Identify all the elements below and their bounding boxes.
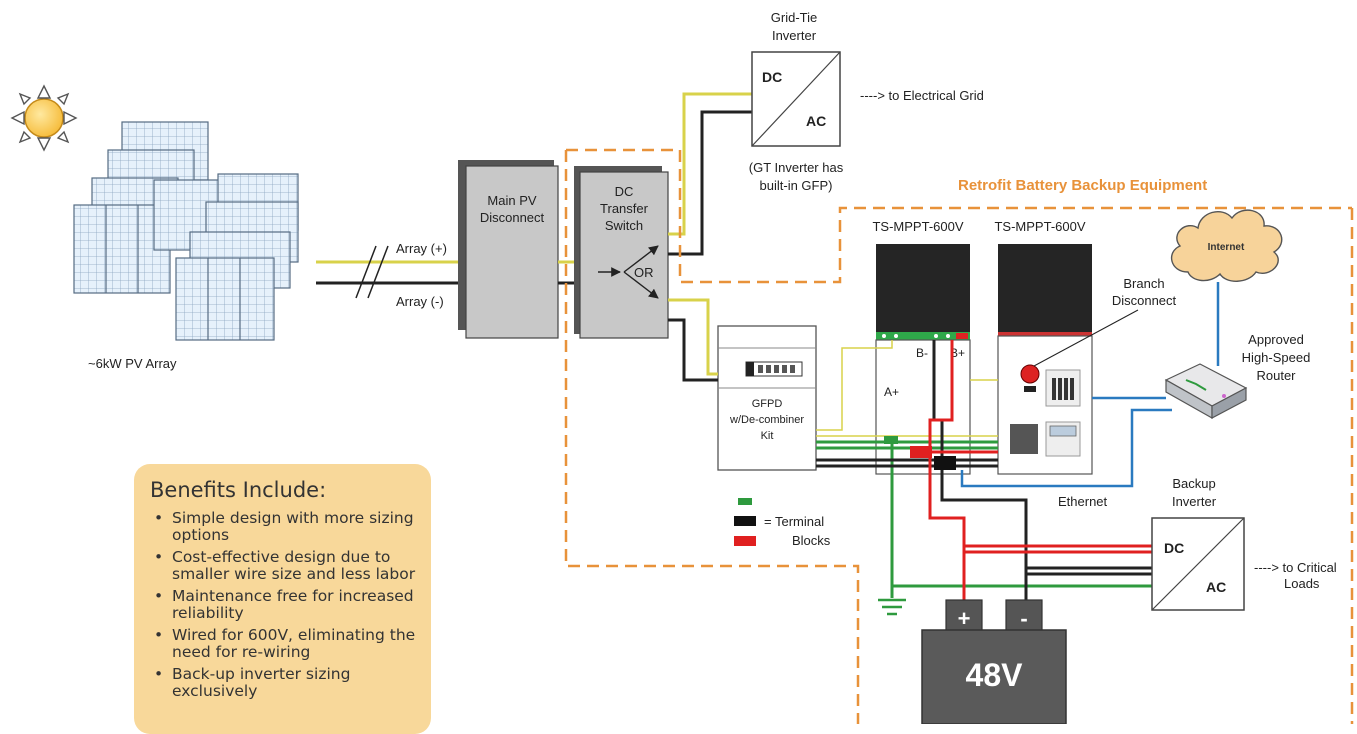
router-icon bbox=[1164, 363, 1248, 420]
gt-title-line1: Grid-Tie bbox=[771, 10, 817, 25]
dc-transfer-switch: DC Transfer Switch OR bbox=[574, 166, 669, 339]
mppt-controller-2 bbox=[997, 244, 1093, 475]
backup-inverter: DC AC bbox=[1151, 517, 1245, 611]
dc-transfer-line1: DC bbox=[615, 184, 634, 199]
backup-title-line1: Backup bbox=[1172, 476, 1215, 491]
mppt-2-label: TS-MPPT-600V bbox=[994, 219, 1085, 234]
to-critical-line1: ----> to Critical bbox=[1254, 560, 1337, 575]
benefits-title: Benefits Include: bbox=[150, 478, 327, 502]
branch-disconnect-line2: Disconnect bbox=[1112, 293, 1177, 308]
gfpd-line2: w/De-combiner bbox=[729, 414, 804, 426]
gfpd-line1: GFPD bbox=[752, 398, 783, 410]
mppt-1-label: TS-MPPT-600V bbox=[872, 219, 963, 234]
b-minus-label: B- bbox=[916, 346, 928, 360]
main-pv-disconnect-line1: Main PV bbox=[487, 193, 536, 208]
internet-label: Internet bbox=[1208, 242, 1245, 253]
or-label: OR bbox=[634, 265, 654, 280]
main-pv-disconnect: Main PV Disconnect bbox=[458, 160, 559, 339]
gt-title-line2: Inverter bbox=[772, 28, 817, 43]
dc-transfer-line3: Switch bbox=[605, 218, 643, 233]
dc-transfer-line2: Transfer bbox=[600, 201, 649, 216]
solar-panel-icon bbox=[73, 121, 299, 341]
pv-array-label: ~6kW PV Array bbox=[88, 356, 177, 371]
backup-ac: AC bbox=[1206, 579, 1226, 595]
to-critical-line2: Loads bbox=[1284, 576, 1320, 591]
backup-dc: DC bbox=[1164, 540, 1184, 556]
to-grid-label: ----> to Electrical Grid bbox=[860, 88, 984, 103]
backup-title-line2: Inverter bbox=[1172, 494, 1217, 509]
benefit-item: Back-up inverter sizing exclusively bbox=[150, 666, 417, 700]
router-line1: Approved bbox=[1248, 332, 1304, 347]
gt-note-line2: built-in GFP) bbox=[760, 178, 833, 193]
array-neg-label: Array (-) bbox=[396, 294, 444, 309]
cloud-icon: Internet bbox=[1170, 209, 1283, 282]
benefit-item: Simple design with more sizing options bbox=[150, 510, 417, 544]
benefit-item: Maintenance free for increased reliabili… bbox=[150, 588, 417, 622]
router-line3: Router bbox=[1256, 368, 1296, 383]
ethernet-wires bbox=[960, 282, 1220, 488]
benefits-list: Simple design with more sizing options C… bbox=[150, 510, 417, 700]
benefits-panel: Benefits Include: Simple design with mor… bbox=[134, 464, 431, 734]
terminal-blocks-line1: = Terminal bbox=[764, 514, 824, 529]
retrofit-title: Retrofit Battery Backup Equipment bbox=[958, 177, 1207, 194]
battery-plus: + bbox=[958, 606, 971, 631]
battery-voltage: 48V bbox=[966, 657, 1024, 693]
benefit-item: Wired for 600V, eliminating the need for… bbox=[150, 627, 417, 661]
grid-tie-inverter: DC AC bbox=[751, 51, 841, 147]
main-pv-disconnect-line2: Disconnect bbox=[480, 210, 545, 225]
terminal-blocks-line2: Blocks bbox=[792, 533, 831, 548]
gt-note-line1: (GT Inverter has bbox=[749, 160, 844, 175]
a-plus-label: A+ bbox=[884, 385, 899, 399]
gfpd-line3: Kit bbox=[761, 430, 774, 442]
battery-minus: - bbox=[1020, 606, 1027, 631]
gfpd-box: GFPD w/De-combiner Kit bbox=[717, 325, 817, 471]
ground-wires bbox=[816, 440, 1152, 598]
array-pos-label: Array (+) bbox=[396, 241, 447, 256]
gt-dc: DC bbox=[762, 69, 782, 85]
branch-disconnect-line1: Branch bbox=[1123, 276, 1164, 291]
gt-ac: AC bbox=[806, 113, 826, 129]
battery-icon: + - 48V bbox=[921, 599, 1067, 724]
ethernet-label: Ethernet bbox=[1058, 494, 1108, 509]
router-line2: High-Speed bbox=[1242, 350, 1311, 365]
breaker-icon bbox=[745, 361, 803, 377]
benefit-item: Cost-effective design due to smaller wir… bbox=[150, 549, 417, 583]
retrofit-boundary bbox=[564, 148, 1354, 724]
sun-icon bbox=[10, 84, 78, 152]
b-plus-label: B+ bbox=[950, 346, 965, 360]
ground-icon bbox=[878, 598, 906, 616]
